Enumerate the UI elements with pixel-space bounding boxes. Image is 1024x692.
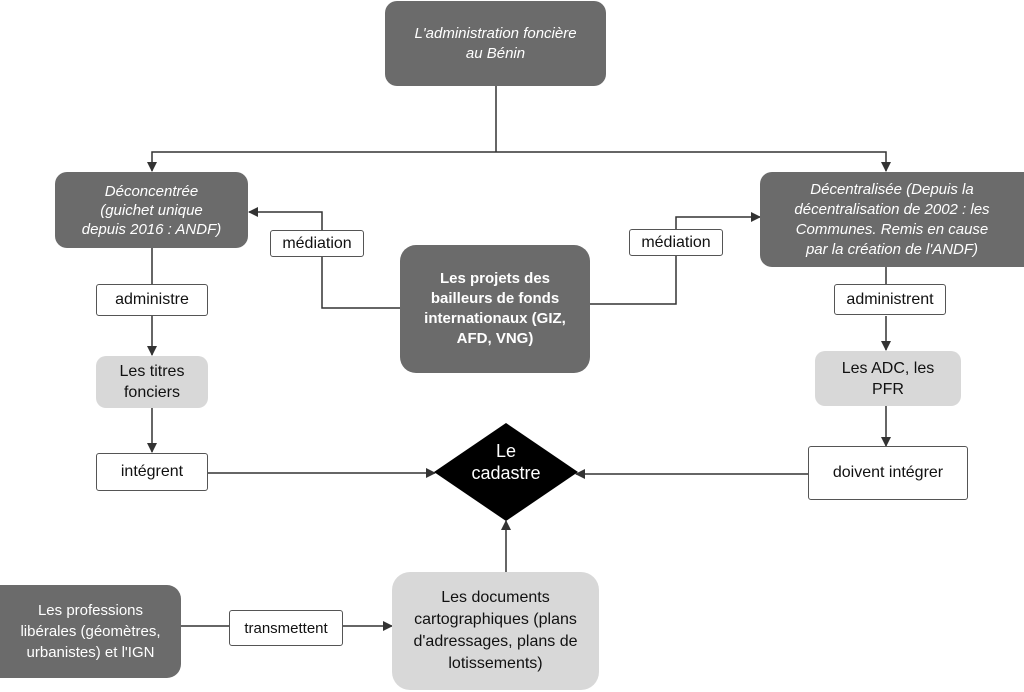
label-doivent-integrer: doivent intégrer bbox=[808, 446, 968, 500]
label-administrent: administrent bbox=[834, 284, 946, 315]
node-decentralisee: Décentralisée (Depuis la décentralisatio… bbox=[760, 172, 1024, 267]
connector-projets-mediation-left bbox=[248, 207, 400, 309]
node-titres-fonciers: Les titres fonciers bbox=[96, 356, 208, 408]
label-mediation-left: médiation bbox=[270, 230, 364, 257]
connector-top-left bbox=[147, 151, 496, 172]
node-deconcentree: Déconcentrée (guichet unique depuis 2016… bbox=[55, 172, 248, 248]
node-cadastre: Le cadastre bbox=[471, 441, 541, 483]
label-transmettent: transmettent bbox=[229, 610, 343, 646]
connector-projets-mediation-right bbox=[590, 212, 761, 305]
node-professions-liberales: Les professions libérales (géomètres, ur… bbox=[0, 585, 181, 678]
label-administre: administre bbox=[96, 284, 208, 316]
cadastre-diamond bbox=[434, 423, 578, 521]
node-documents-cartographiques: Les documents cartographiques (plans d'a… bbox=[392, 572, 599, 690]
label-integrent: intégrent bbox=[96, 453, 208, 491]
label-mediation-right: médiation bbox=[629, 229, 723, 256]
connector-top-right bbox=[496, 151, 891, 172]
node-administration-fonciere: L'administration foncière au Bénin bbox=[385, 1, 606, 86]
node-adc-pfr: Les ADC, les PFR bbox=[815, 351, 961, 406]
node-projets-bailleurs: Les projets des bailleurs de fonds inter… bbox=[400, 245, 590, 373]
